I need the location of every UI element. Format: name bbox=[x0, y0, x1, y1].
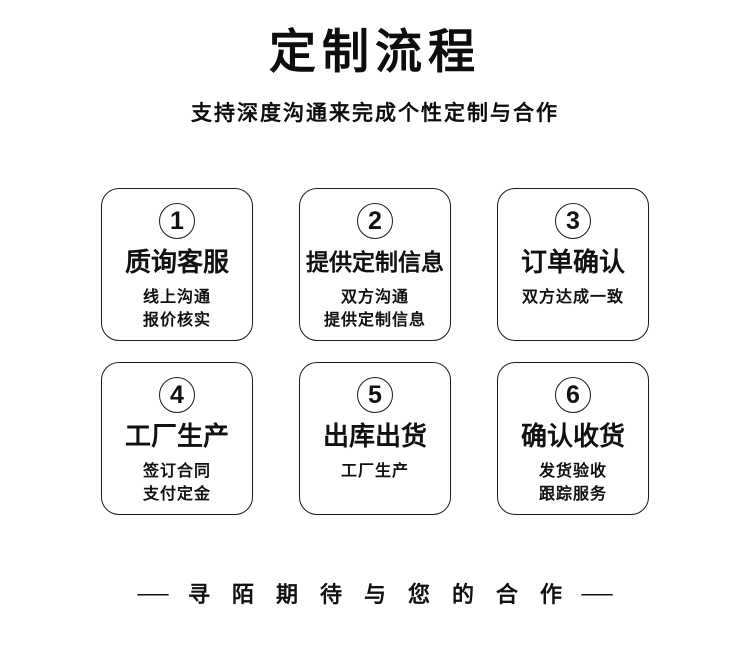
step-number-badge: 2 bbox=[357, 203, 393, 239]
footer-text: 寻陌期待与您的合作 bbox=[187, 582, 584, 607]
step-card-1: 1 质询客服 线上沟通 报价核实 bbox=[101, 188, 253, 341]
step-details: 发货验收 跟踪服务 bbox=[498, 460, 648, 506]
step-number: 5 bbox=[368, 381, 382, 409]
step-details: 双方沟通 提供定制信息 bbox=[300, 286, 450, 332]
step-title: 出库出货 bbox=[322, 421, 427, 451]
step-detail-line: 签订合同 bbox=[142, 463, 211, 480]
page-subtitle: 支持深度沟通来完成个性定制与合作 bbox=[191, 101, 559, 125]
step-details: 线上沟通 报价核实 bbox=[102, 286, 252, 332]
step-title: 确认收货 bbox=[520, 421, 625, 451]
step-card-5: 5 出库出货 工厂生产 bbox=[299, 362, 451, 515]
step-details: 工厂生产 bbox=[300, 460, 450, 483]
step-number-badge: 5 bbox=[357, 377, 393, 413]
step-detail-line: 发货验收 bbox=[538, 463, 607, 480]
step-card-4: 4 工厂生产 签订合同 支付定金 bbox=[101, 362, 253, 515]
step-number: 2 bbox=[368, 207, 382, 235]
step-detail-line: 提供定制信息 bbox=[323, 312, 426, 329]
step-number-badge: 1 bbox=[159, 203, 195, 239]
footer-banner: — 寻陌期待与您的合作 — bbox=[0, 577, 750, 609]
step-detail-line: 线上沟通 bbox=[142, 289, 211, 306]
step-title: 订单确认 bbox=[520, 247, 625, 277]
step-title: 工厂生产 bbox=[124, 421, 229, 451]
step-number: 6 bbox=[566, 381, 580, 409]
steps-grid: 1 质询客服 线上沟通 报价核实 2 提供定制信息 双方沟通 提供定制信息 3 … bbox=[0, 188, 750, 515]
step-number: 4 bbox=[170, 381, 184, 409]
step-detail-line: 跟踪服务 bbox=[538, 486, 607, 503]
step-number-badge: 4 bbox=[159, 377, 195, 413]
page-title: 定制流程 bbox=[269, 27, 481, 79]
step-detail-line: 双方沟通 bbox=[340, 289, 409, 306]
step-detail-line: 支付定金 bbox=[142, 486, 211, 503]
step-details: 双方达成一致 bbox=[498, 286, 648, 309]
step-detail-line: 工厂生产 bbox=[340, 463, 409, 480]
step-title: 质询客服 bbox=[124, 247, 229, 277]
step-card-6: 6 确认收货 发货验收 跟踪服务 bbox=[497, 362, 649, 515]
step-detail-line: 双方达成一致 bbox=[521, 289, 624, 306]
footer-right-dash: — bbox=[581, 580, 613, 605]
step-card-2: 2 提供定制信息 双方沟通 提供定制信息 bbox=[299, 188, 451, 341]
footer-left-dash: — bbox=[137, 580, 169, 605]
step-card-3: 3 订单确认 双方达成一致 bbox=[497, 188, 649, 341]
step-detail-line: 报价核实 bbox=[142, 312, 211, 329]
step-number: 1 bbox=[170, 207, 184, 235]
step-number: 3 bbox=[566, 207, 580, 235]
step-details: 签订合同 支付定金 bbox=[102, 460, 252, 506]
step-number-badge: 3 bbox=[555, 203, 591, 239]
step-title: 提供定制信息 bbox=[306, 249, 444, 275]
step-number-badge: 6 bbox=[555, 377, 591, 413]
